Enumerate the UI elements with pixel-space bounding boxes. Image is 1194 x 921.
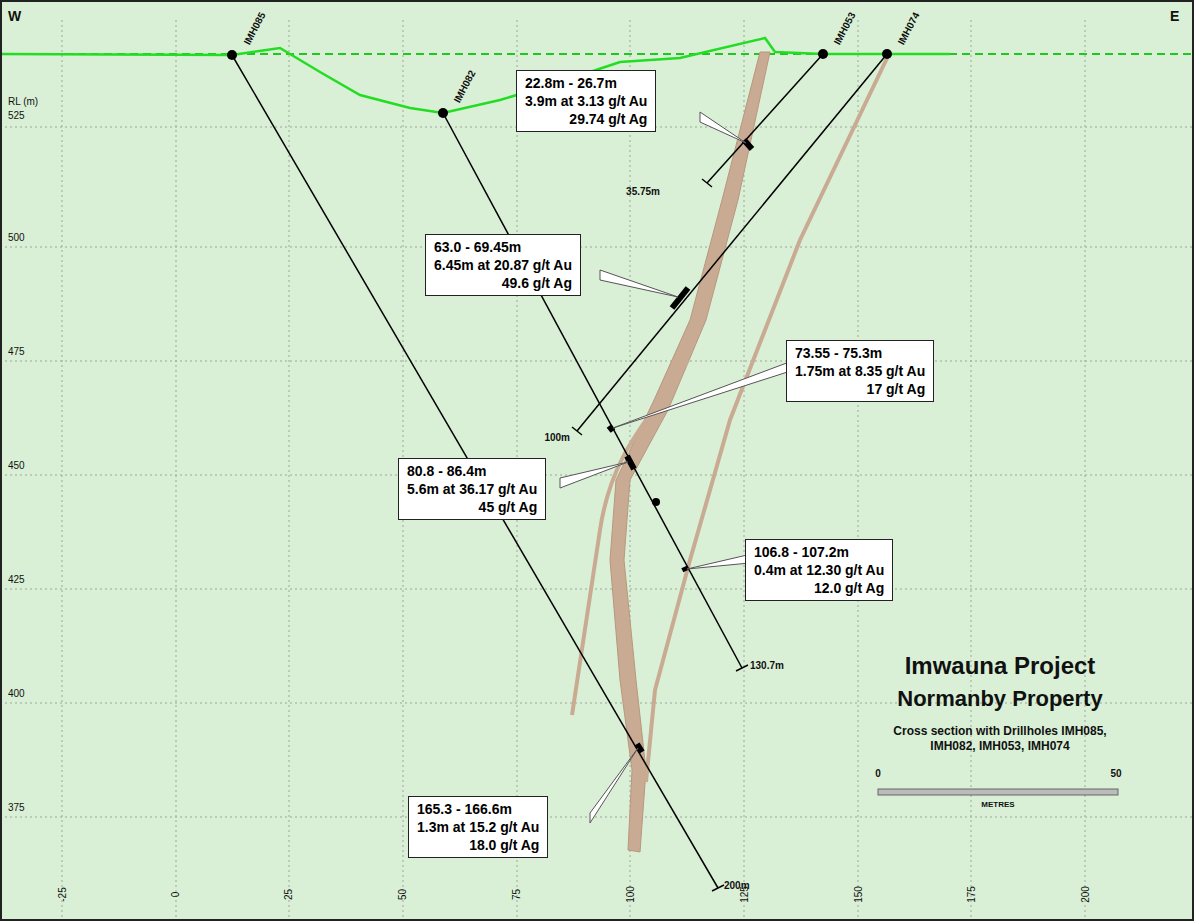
drillholes [232,54,887,891]
vein-branches [572,54,889,782]
topography [0,38,950,113]
label: 130.7m [750,660,784,671]
callout-box: 106.8 - 107.2m0.4m at 12.30 g/t Au12.0 g… [745,539,893,601]
label: 50 [1110,768,1121,779]
label: 475 [8,346,25,357]
label: 0 [171,891,182,897]
label: 100m [544,432,570,443]
title: Imwauna Project [905,652,1096,680]
label: RL (m) [8,96,38,107]
label: IMH053 [832,10,858,46]
callout-text: 0.4m at 12.30 g/t Au [754,561,884,579]
callout-text: 45 g/t Ag [407,498,537,516]
callout-text: 6.45m at 20.87 g/t Au [434,256,572,274]
callout-text: 18.0 g/t Ag [417,836,539,854]
label: 400 [8,688,25,699]
callout-box: 22.8m - 26.7m3.9m at 3.13 g/t Au29.74 g/… [516,70,656,132]
label: E [1170,8,1179,24]
label: 35.75m [626,186,660,197]
label: 200m [724,880,750,891]
callout-box: 165.3 - 166.6m1.3m at 15.2 g/t Au18.0 g/… [408,796,548,858]
callout-box: 63.0 - 69.45m6.45m at 20.87 g/t Au49.6 g… [425,234,581,296]
callout-text: 29.74 g/t Ag [525,110,647,128]
vein [610,52,770,852]
scale-bar [878,789,1118,795]
label: 75 [512,888,523,899]
label: -25 [56,887,67,901]
label: IMH082 [452,68,478,104]
label: IMH085 [242,10,268,46]
label: 425 [8,574,25,585]
label: 500 [8,232,25,243]
label: 525 [8,110,25,121]
label: 200 [1080,886,1091,903]
callout-box: 80.8 - 86.4m5.6m at 36.17 g/t Au45 g/t A… [398,458,546,520]
intercepts [609,140,752,752]
label: 100 [625,886,636,903]
label: 375 [8,802,25,813]
label: 175 [966,886,977,903]
callout-text: 3.9m at 3.13 g/t Au [525,92,647,110]
callout-text: 106.8 - 107.2m [754,543,884,561]
callout-text: 63.0 - 69.45m [434,238,572,256]
callout-text: 80.8 - 86.4m [407,462,537,480]
label: IMH074 [896,10,922,46]
callout-text: 73.55 - 75.3m [795,344,925,362]
label: 150 [853,886,864,903]
label: 25 [284,888,295,899]
grid [0,20,1194,921]
callout-text: 22.8m - 26.7m [525,74,647,92]
label: 0 [875,768,881,779]
callout-text: 1.75m at 8.35 g/t Au [795,362,925,380]
callout-text: 17 g/t Ag [795,380,925,398]
callout-text: 12.0 g/t Ag [754,579,884,597]
label: METRES [981,800,1014,809]
callout-text: 1.3m at 15.2 g/t Au [417,818,539,836]
label: 50 [398,888,409,899]
label: W [8,8,21,24]
callout-text: 165.3 - 166.6m [417,800,539,818]
label: 450 [8,460,25,471]
label: Normanby Property [897,686,1102,712]
collars [227,49,892,506]
callout-box: 73.55 - 75.3m1.75m at 8.35 g/t Au17 g/t … [786,340,934,402]
label: Cross section with Drillholes IMH085, IM… [893,724,1108,754]
leader-lines [560,112,800,823]
callout-text: 5.6m at 36.17 g/t Au [407,480,537,498]
callout-text: 49.6 g/t Ag [434,274,572,292]
